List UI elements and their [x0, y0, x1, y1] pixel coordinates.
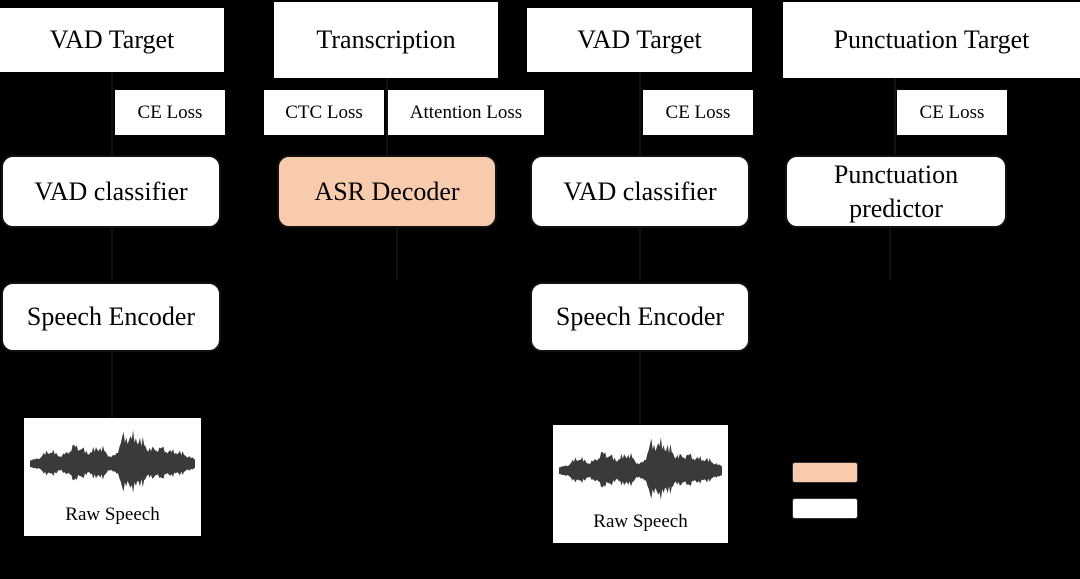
- ctc-loss-label: CTC Loss: [264, 90, 384, 135]
- frozen-swatch-icon: [792, 498, 858, 519]
- raw-speech-caption: Raw Speech: [593, 511, 688, 532]
- ce-loss-label: CE Loss: [643, 90, 753, 135]
- asr-decoder-box: ASR Decoder: [277, 155, 497, 228]
- trainable-swatch-icon: [792, 462, 858, 483]
- vad-target-label: VAD Target: [527, 8, 752, 72]
- punctuation-predictor-box: Punctuation predictor: [785, 155, 1007, 228]
- vad-target-label: VAD Target: [0, 8, 224, 72]
- punctuation-target-label: Punctuation Target: [783, 2, 1080, 78]
- attention-loss-label: Attention Loss: [388, 90, 544, 135]
- vad-classifier-box: VAD classifier: [1, 155, 221, 228]
- transcription-label: Transcription: [274, 2, 498, 78]
- ce-loss-label: CE Loss: [897, 90, 1007, 135]
- speech-encoder-box: Speech Encoder: [1, 282, 221, 352]
- ce-loss-label: CE Loss: [115, 90, 225, 135]
- waveform-icon: [559, 437, 722, 500]
- speech-encoder-box: Speech Encoder: [530, 282, 750, 352]
- vad-classifier-box: VAD classifier: [530, 155, 750, 228]
- raw-speech-input: Raw Speech: [553, 425, 728, 543]
- raw-speech-caption: Raw Speech: [65, 504, 160, 525]
- waveform-icon: [30, 430, 195, 493]
- raw-speech-input: Raw Speech: [24, 418, 201, 536]
